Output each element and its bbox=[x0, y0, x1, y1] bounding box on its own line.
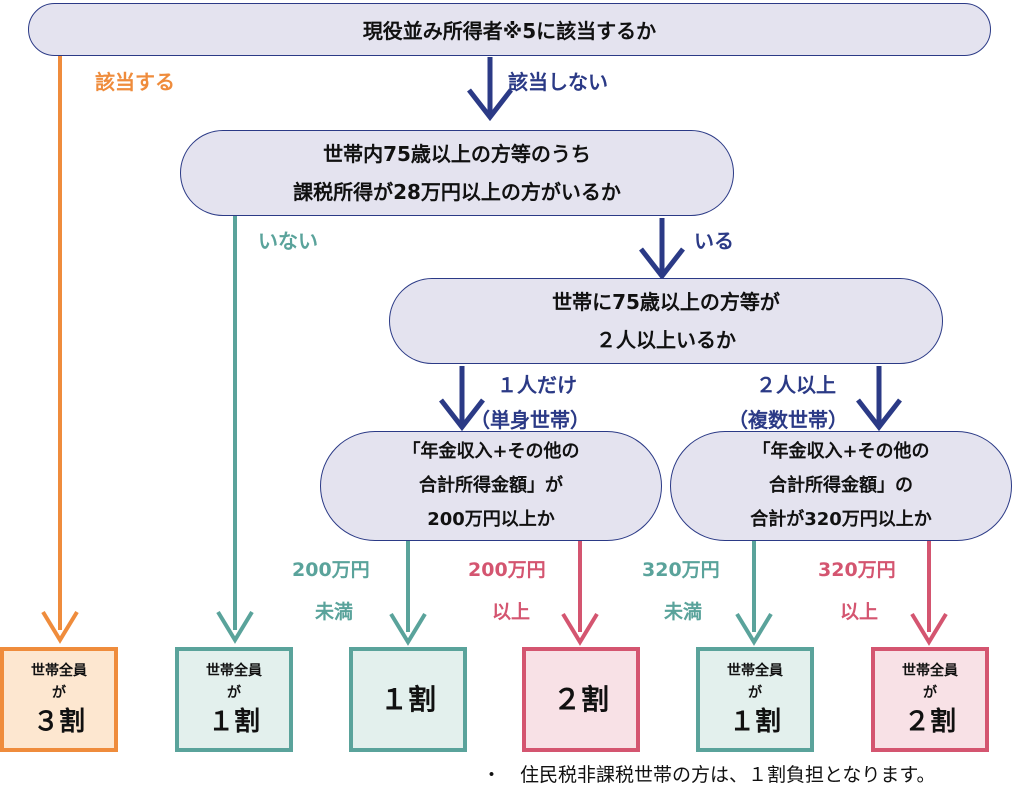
question-multi-income: 「年金収入+その他の 合計所得金額」の 合計が320万円以上か bbox=[670, 431, 1012, 541]
question-multi-income-line1: 「年金収入+その他の bbox=[752, 441, 930, 462]
question-household-count: 世帯に75歳以上の方等が ２人以上いるか bbox=[389, 278, 943, 364]
result-rate: ２割 bbox=[903, 706, 956, 737]
question-taxable-income-line1: 世帯内75歳以上の方等のうち bbox=[323, 142, 591, 166]
arrowhead-applies bbox=[41, 610, 79, 644]
result-rate: ３割 bbox=[32, 706, 85, 737]
question-single-income-line3: 200万円以上か bbox=[427, 509, 555, 530]
result-box-1-all: 世帯全員 が １割 bbox=[175, 647, 293, 752]
label-none: いない bbox=[258, 229, 318, 253]
result-particle: が bbox=[923, 684, 937, 701]
result-subject: 世帯全員 bbox=[902, 662, 958, 679]
result-rate: ２割 bbox=[552, 682, 609, 716]
label-under320-1: 320万円 bbox=[642, 559, 720, 581]
result-box-2-single: ２割 bbox=[522, 647, 640, 752]
question-multi-income-line2: 合計所得金額」の bbox=[769, 475, 913, 496]
label-applies: 該当する bbox=[95, 70, 175, 94]
question-household-count-line2: ２人以上いるか bbox=[596, 328, 736, 352]
result-rate: １割 bbox=[379, 682, 436, 716]
question-multi-income-line3: 合計が320万円以上か bbox=[750, 509, 932, 530]
question-current-income: 現役並み所得者※5に該当するか bbox=[28, 3, 991, 56]
label-exists: いる bbox=[694, 229, 734, 253]
label-single-1: １人だけ bbox=[497, 373, 577, 397]
label-over200-1: 200万円 bbox=[468, 559, 546, 581]
arrowhead-none bbox=[216, 610, 254, 644]
result-rate: １割 bbox=[728, 706, 781, 737]
arrowhead-under200 bbox=[389, 612, 427, 646]
result-subject: 世帯全員 bbox=[727, 662, 783, 679]
arrowhead-over200 bbox=[561, 612, 599, 646]
label-single-2: （単身世帯） bbox=[470, 408, 590, 432]
result-subject: 世帯全員 bbox=[31, 662, 87, 679]
arrowhead-single bbox=[439, 398, 485, 432]
question-single-income-line2: 合計所得金額」が bbox=[419, 475, 563, 496]
result-box-2-multi: 世帯全員 が ２割 bbox=[871, 647, 989, 752]
result-particle: が bbox=[52, 684, 66, 701]
question-single-income-line1: 「年金収入+その他の bbox=[402, 441, 580, 462]
arrowhead-under320 bbox=[735, 612, 773, 646]
result-subject: 世帯全員 bbox=[206, 662, 262, 679]
result-particle: が bbox=[748, 684, 762, 701]
result-rate: １割 bbox=[207, 706, 260, 737]
result-particle: が bbox=[227, 684, 241, 701]
label-over320-1: 320万円 bbox=[818, 559, 896, 581]
label-multi-1: ２人以上 bbox=[756, 373, 836, 397]
label-over320-2: 以上 bbox=[840, 601, 879, 623]
question-current-income-text: 現役並み所得者※5に該当するか bbox=[362, 19, 657, 43]
arrowhead-not-applies bbox=[467, 88, 513, 122]
footnote: ・ 住民税非課税世帯の方は、１割負担となります。 bbox=[482, 764, 936, 786]
result-box-1-multi: 世帯全員 が １割 bbox=[696, 647, 814, 752]
label-over200-2: 以上 bbox=[492, 601, 531, 623]
label-not-applies: 該当しない bbox=[508, 70, 608, 94]
question-single-income: 「年金収入+その他の 合計所得金額」が 200万円以上か bbox=[320, 431, 662, 541]
label-under320-2: 未満 bbox=[664, 601, 703, 623]
label-under200-2: 未満 bbox=[315, 601, 354, 623]
question-taxable-income: 世帯内75歳以上の方等のうち 課税所得が28万円以上の方がいるか bbox=[180, 130, 734, 216]
result-box-1-single: １割 bbox=[349, 647, 467, 752]
arrowhead-over320 bbox=[910, 612, 948, 646]
arrowhead-multi bbox=[856, 398, 902, 432]
arrowhead-exists bbox=[639, 247, 685, 281]
label-multi-2: （複数世帯） bbox=[728, 408, 848, 432]
question-household-count-line1: 世帯に75歳以上の方等が bbox=[552, 290, 780, 314]
result-box-3-percent: 世帯全員 が ３割 bbox=[0, 647, 118, 752]
label-under200-1: 200万円 bbox=[292, 559, 370, 581]
question-taxable-income-line2: 課税所得が28万円以上の方がいるか bbox=[293, 180, 621, 204]
